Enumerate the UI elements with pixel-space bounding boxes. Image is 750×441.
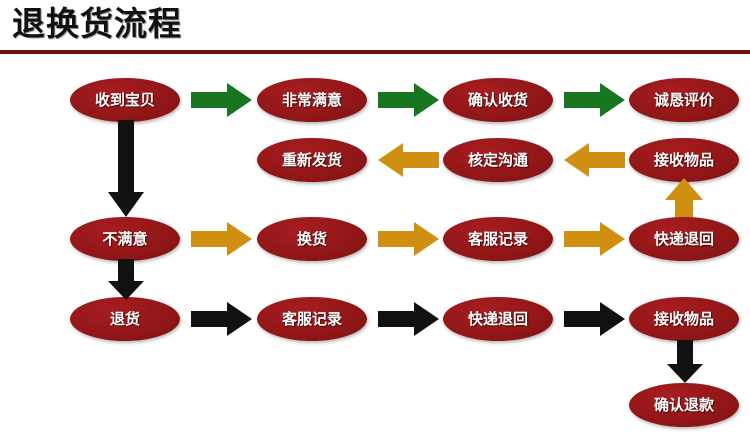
node-label: 收到宝贝	[94, 90, 155, 109]
node-service-record-exchange[interactable]: 客服记录	[443, 217, 553, 261]
arrow-verify-to-reship	[378, 142, 440, 178]
node-verify-communicate[interactable]: 核定沟通	[443, 138, 553, 182]
node-label: 确认收货	[467, 90, 528, 109]
node-express-return-exchange[interactable]: 快递退回	[629, 217, 739, 261]
arrow-confirm-to-review	[564, 82, 626, 118]
node-label: 换货	[296, 229, 327, 248]
node-label: 非常满意	[281, 90, 342, 109]
node-unsatisfied[interactable]: 不满意	[70, 217, 180, 261]
node-label: 诚恳评价	[653, 90, 714, 109]
node-exchange[interactable]: 换货	[257, 217, 367, 261]
node-received-item[interactable]: 收到宝贝	[70, 78, 180, 122]
node-return[interactable]: 退货	[70, 297, 180, 341]
node-label: 客服记录	[467, 229, 528, 248]
node-label: 不满意	[102, 229, 148, 248]
page-title: 退换货流程	[12, 4, 182, 43]
node-label: 客服记录	[281, 309, 342, 328]
arrow-receive-to-verify	[564, 142, 626, 178]
node-label: 接收物品	[653, 150, 714, 169]
node-express-return[interactable]: 快递退回	[443, 297, 553, 341]
node-service-record-return[interactable]: 客服记录	[257, 297, 367, 341]
arrow-service-to-express	[564, 221, 626, 257]
node-sincere-review[interactable]: 诚恳评价	[629, 78, 739, 122]
arrow-receive-goods-to-refund	[666, 340, 704, 384]
arrow-service-to-express-return	[378, 301, 440, 337]
node-label: 快递退回	[467, 309, 528, 328]
arrow-received-to-very-satisfied	[191, 82, 253, 118]
node-confirm-receipt[interactable]: 确认收货	[443, 78, 553, 122]
arrow-express-to-receive-goods	[664, 178, 704, 228]
arrow-return-to-service	[191, 301, 253, 337]
arrow-unsatisfied-to-exchange	[191, 221, 253, 257]
node-label: 快递退回	[653, 229, 714, 248]
node-label: 确认退款	[653, 395, 714, 414]
node-label: 重新发货	[281, 150, 342, 169]
node-label: 核定沟通	[467, 150, 528, 169]
arrow-express-to-receive-return	[564, 301, 626, 337]
node-receive-goods-exchange[interactable]: 接收物品	[629, 138, 739, 182]
arrow-very-satisfied-to-confirm	[378, 82, 440, 118]
arrow-unsatisfied-to-return	[107, 259, 145, 301]
title-divider	[0, 50, 750, 54]
node-reship[interactable]: 重新发货	[257, 138, 367, 182]
node-very-satisfied[interactable]: 非常满意	[257, 78, 367, 122]
arrow-received-to-unsatisfied	[107, 120, 145, 218]
node-receive-goods-return[interactable]: 接收物品	[629, 297, 739, 341]
node-label: 接收物品	[653, 309, 714, 328]
node-confirm-refund[interactable]: 确认退款	[629, 383, 739, 427]
arrow-exchange-to-service	[378, 221, 440, 257]
node-label: 退货	[109, 309, 140, 328]
